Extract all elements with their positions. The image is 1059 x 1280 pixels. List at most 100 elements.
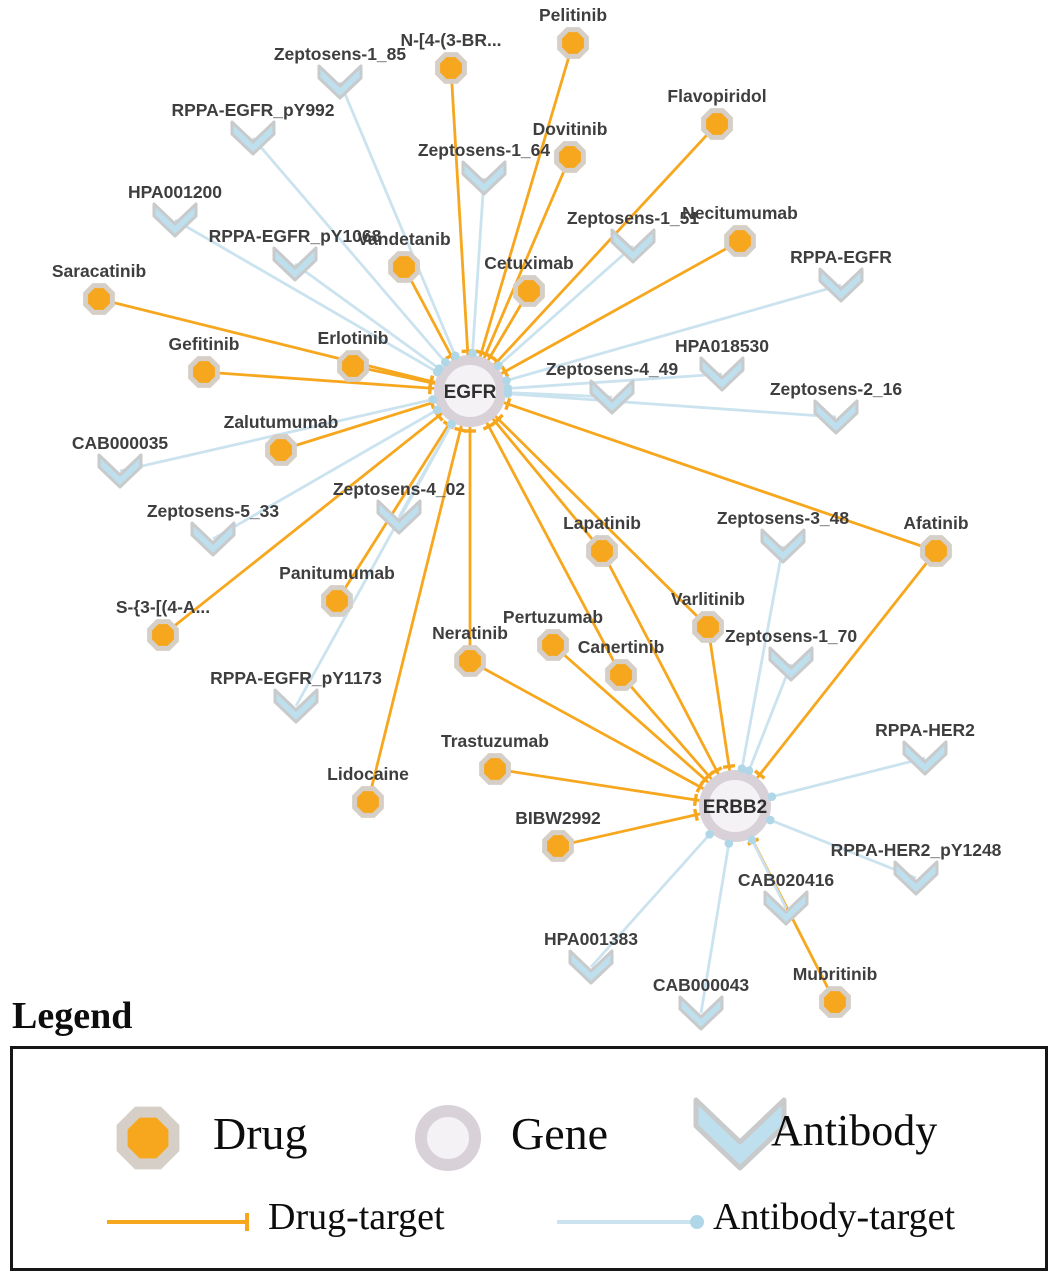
drug-target-tee — [500, 365, 510, 378]
drug-node — [83, 283, 115, 315]
drug-node — [454, 645, 486, 677]
drug-target-edge — [449, 67, 472, 392]
antibody-node — [273, 688, 319, 724]
antibody-target-edge — [294, 390, 472, 707]
drug-target-edge — [733, 550, 938, 807]
drug-node — [542, 830, 574, 862]
drug-target-edge — [203, 370, 471, 393]
drug-target-tee — [692, 793, 699, 807]
drug-node — [513, 275, 545, 307]
antibody-legend-icon — [693, 1097, 787, 1171]
antibody-label: Zeptosens-5_33 — [147, 501, 280, 521]
antibody-target-edge — [338, 81, 472, 392]
antibody-node — [699, 356, 745, 392]
drug-node — [920, 535, 952, 567]
drug-node — [554, 141, 586, 173]
drug-target-tee — [504, 397, 512, 411]
drug-label: Erlotinib — [318, 328, 389, 348]
antibody-label: CAB000043 — [653, 975, 750, 995]
drug-node — [724, 225, 756, 257]
drug-node — [586, 535, 618, 567]
antibody-target-dot — [503, 389, 513, 398]
antibody-target-dot-icon — [690, 1215, 704, 1229]
antibody-node — [272, 246, 318, 282]
antibody-target-edge — [469, 283, 842, 393]
antibody-label: HPA001383 — [544, 929, 638, 949]
drug-label: Cetuximab — [484, 253, 573, 273]
antibody-label: RPPA-EGFR_pY1173 — [210, 668, 382, 688]
drug-node — [819, 986, 851, 1018]
edges — [98, 42, 938, 1014]
drug-label: Necitumumab — [682, 203, 798, 223]
antibody-label: Zeptosens-4_02 — [333, 479, 466, 499]
antibody-node — [317, 64, 363, 100]
drug-target-tee — [484, 352, 497, 362]
antibody-label: CAB000035 — [72, 433, 169, 453]
antibody-target-dot — [724, 839, 734, 848]
antibody-label: RPPA-EGFR — [790, 247, 892, 267]
drug-node — [537, 629, 569, 661]
drug-target-edge — [469, 389, 937, 553]
drug-node — [435, 52, 467, 84]
legend-drug-target-label: Drug-target — [268, 1196, 445, 1238]
antibody-node — [610, 228, 656, 264]
antibody-node — [813, 399, 859, 435]
antibody-target-dot — [744, 766, 754, 775]
antibody-target-dot — [447, 419, 456, 429]
drug-node — [321, 585, 353, 617]
drug-legend-icon — [116, 1106, 180, 1170]
drug-target-edge — [469, 239, 741, 393]
antibody-target-edge-sample — [557, 1215, 704, 1229]
drug-node — [605, 659, 637, 691]
legend-title: Legend — [12, 995, 133, 1037]
antibody-target-edge — [212, 389, 471, 541]
drug-node — [557, 27, 589, 59]
drug-label: Pelitinib — [539, 5, 607, 25]
antibody-label: RPPA-HER2_pY1248 — [831, 840, 1002, 860]
antibody-node — [768, 646, 814, 682]
antibody-target-edge — [469, 389, 837, 419]
gene-node — [699, 770, 771, 842]
antibody-label: RPPA-EGFR_pY1068 — [209, 226, 382, 246]
antibody-node — [376, 499, 422, 535]
antibody-label: Zeptosens-2_16 — [770, 379, 903, 399]
drug-target-edge — [468, 42, 575, 392]
antibody-node — [568, 949, 614, 985]
drug-target-tee — [695, 780, 705, 793]
antibody-target-dot — [450, 351, 460, 361]
antibody-label: RPPA-HER2 — [875, 720, 975, 740]
antibody-node — [152, 202, 198, 238]
antibody-target-dot — [440, 357, 450, 367]
drug-target-tee — [492, 413, 504, 425]
legend-gene-label: Gene — [511, 1108, 609, 1159]
antibody-target-edge — [733, 545, 785, 807]
drug-label: Vandetanib — [357, 229, 450, 249]
drug-target-edge — [469, 390, 709, 628]
antibody-target-edge — [174, 218, 471, 393]
drug-label: Trastuzumab — [441, 731, 549, 751]
drug-target-tee — [482, 422, 495, 431]
antibody-label: Zeptosens-1_85 — [274, 44, 407, 64]
antibody-target-dot — [705, 830, 714, 839]
drug-label: Afatinib — [903, 513, 968, 533]
drug-node — [692, 611, 724, 643]
antibody-node — [893, 860, 939, 896]
drug-node — [388, 251, 420, 283]
drug-label: Pertuzumab — [503, 607, 603, 627]
drug-label: Dovitinib — [533, 119, 608, 139]
legend-antibody-target-label: Antibody-target — [713, 1196, 956, 1238]
antibody-node — [97, 453, 143, 489]
drug-target-edge — [162, 389, 471, 637]
antibody-node — [902, 740, 948, 776]
drug-target-edge — [468, 156, 572, 392]
antibody-label: HPA018530 — [675, 336, 769, 356]
drug-node — [352, 786, 384, 818]
legend-antibody-label: Antibody — [771, 1106, 938, 1155]
drug-target-tee — [722, 763, 736, 770]
drug-target-tee — [454, 426, 467, 433]
gene-label: ERBB2 — [703, 797, 767, 818]
drug-octagon-icon — [116, 1106, 180, 1170]
antibody-target-dot — [737, 764, 747, 773]
drug-node — [188, 356, 220, 388]
